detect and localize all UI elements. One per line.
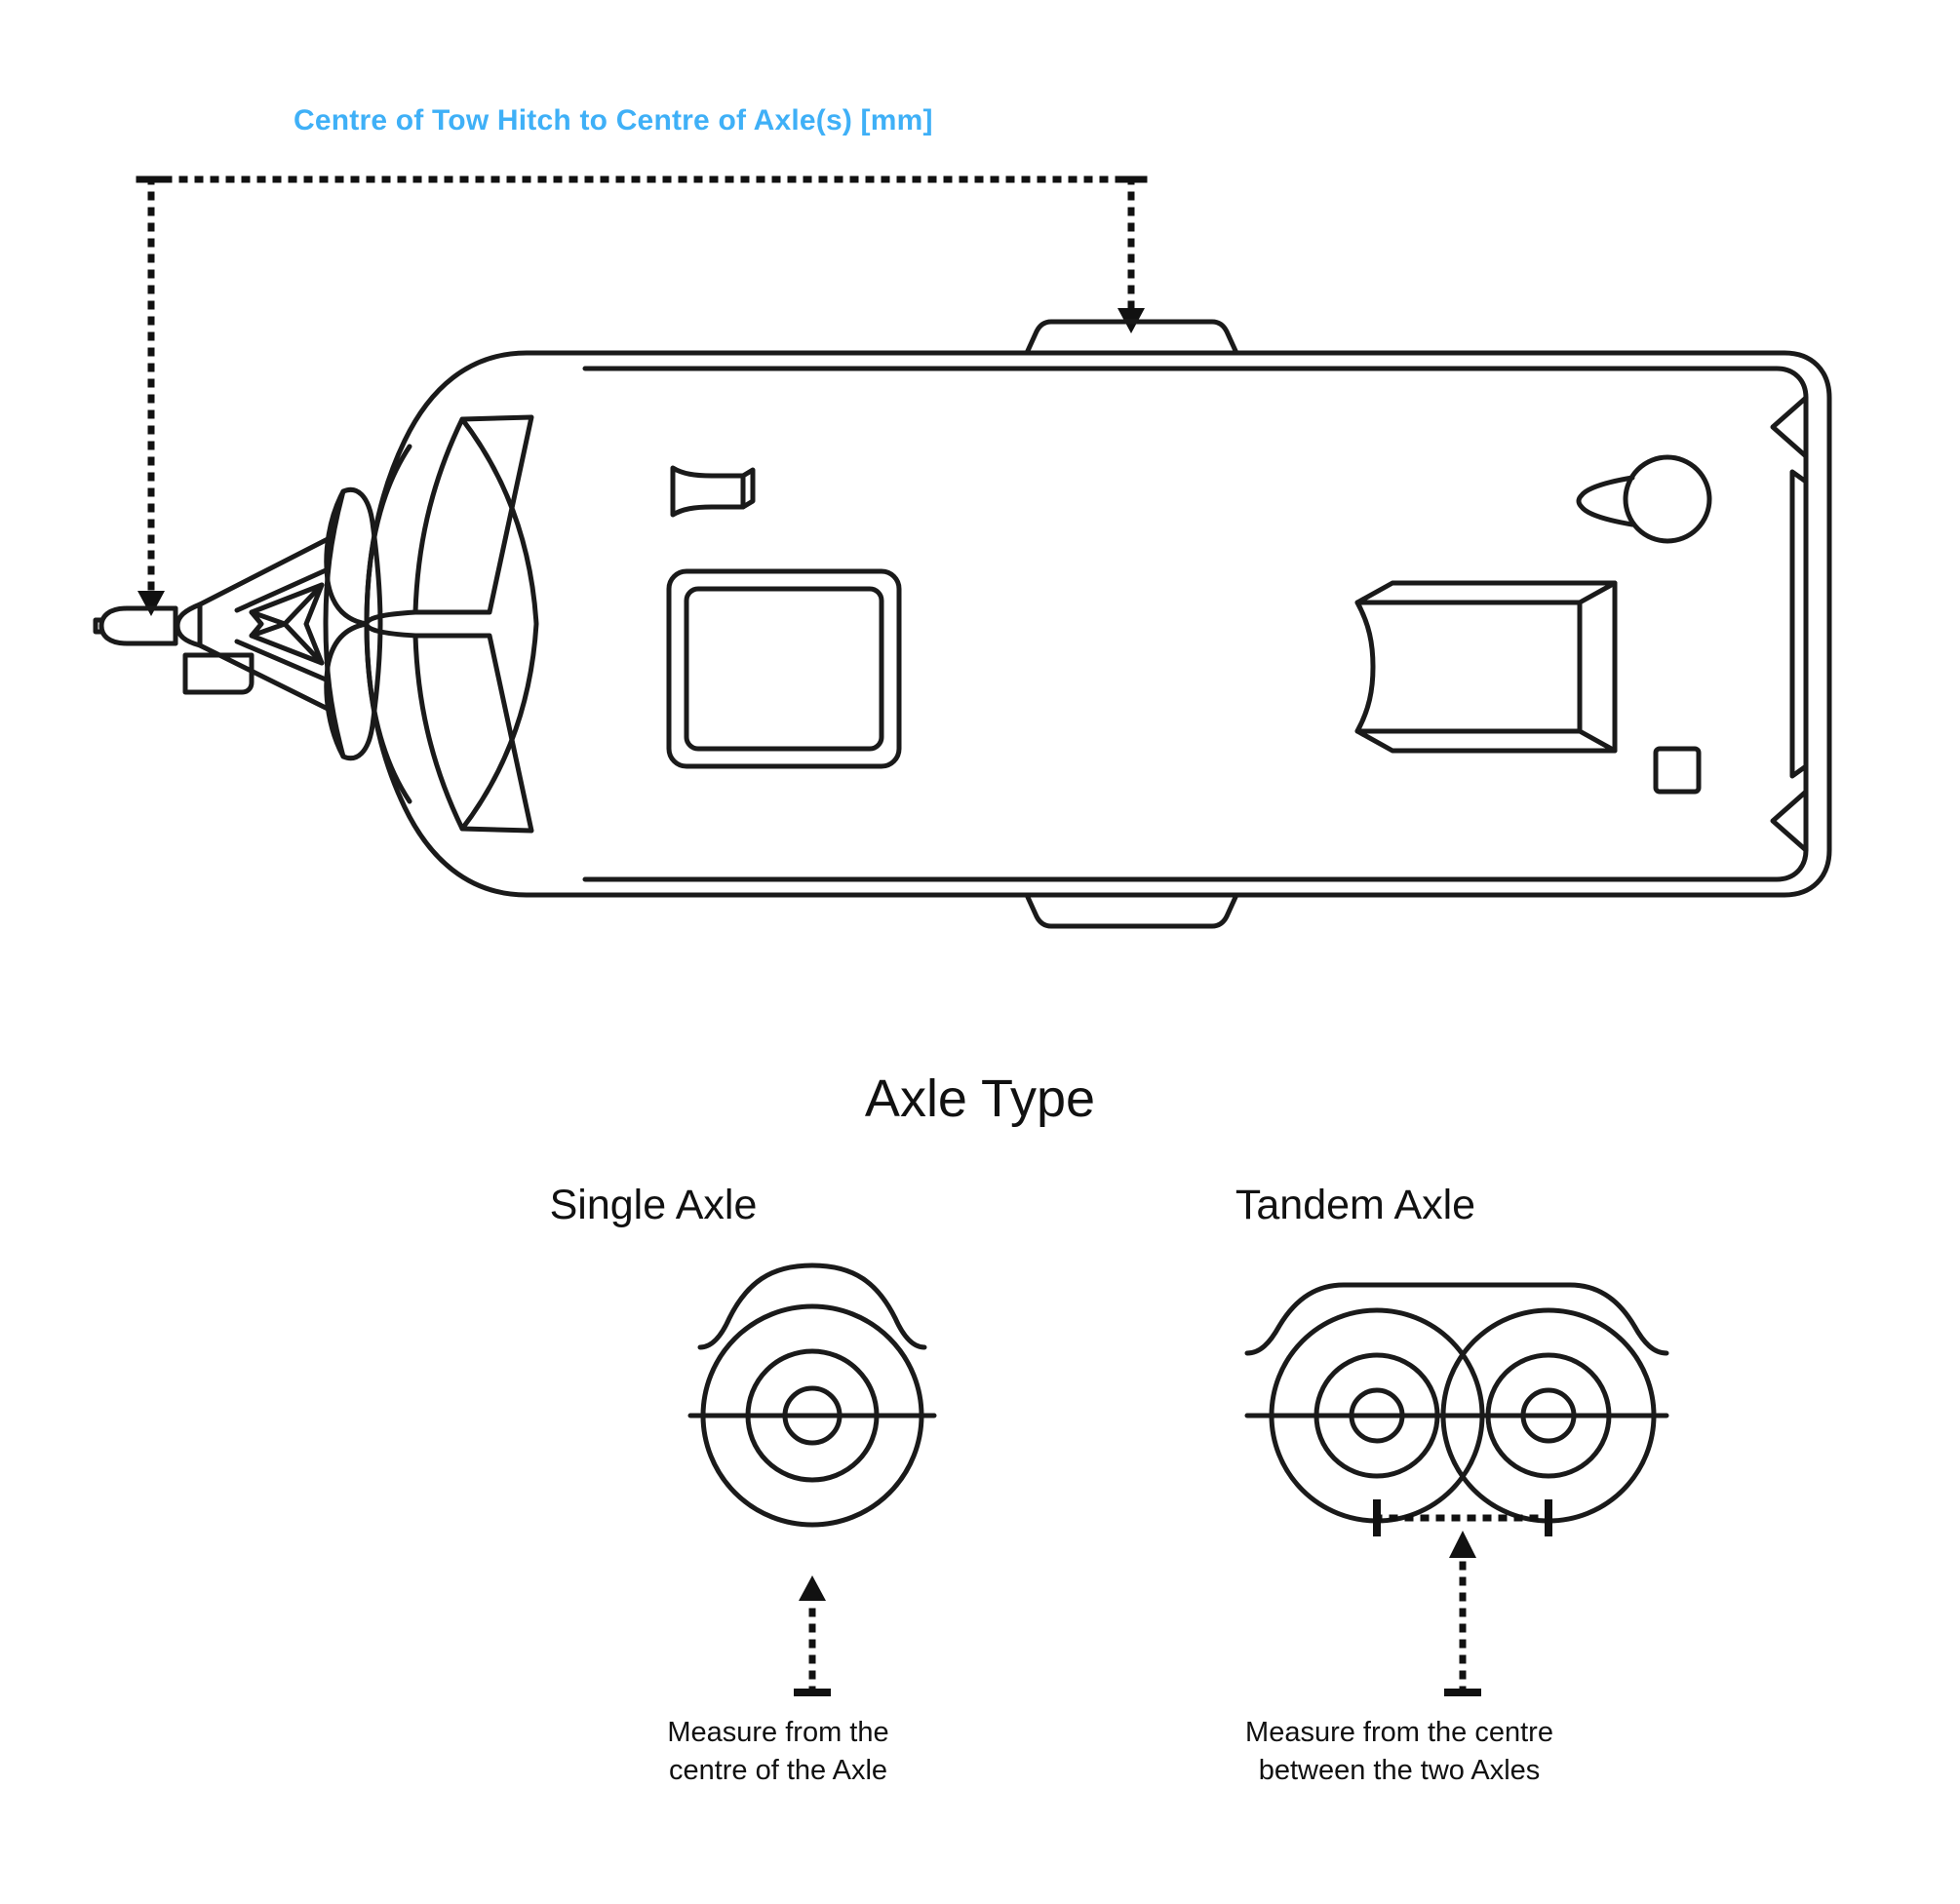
single-axle-rim — [745, 1348, 880, 1483]
nose-center-lens-lower — [324, 621, 370, 759]
tandem-axle-caption-line2: between the two Axles — [1258, 1755, 1541, 1787]
front-bulkhead — [323, 487, 383, 760]
roof-hatch-inner — [684, 586, 884, 752]
single-axle-caption: Measure from the centre of the Axle — [583, 1714, 973, 1790]
axle-bump-bottom — [1024, 892, 1239, 929]
axle-bump-top — [1024, 319, 1239, 356]
x-brace — [249, 582, 325, 666]
dimension-heading-label: Centre of Tow Hitch to Centre of Axle(s)… — [294, 104, 933, 136]
nose-facia-arc — [459, 416, 539, 832]
drawbar-inner-upper — [234, 567, 329, 613]
nose-outer-arc — [364, 444, 412, 627]
tandem-axle-caption: Measure from the centre between the two … — [1180, 1714, 1619, 1790]
drawbar-upper-rail — [197, 535, 333, 607]
single-axle-label: Single Axle — [549, 1182, 758, 1228]
nose-panel-lower — [412, 633, 534, 834]
rear-fitting-square — [1653, 746, 1702, 795]
tandem-axle-rim-rear — [1485, 1352, 1612, 1479]
single-axle-caption-line1: Measure from the — [667, 1717, 889, 1748]
rear-rail — [1789, 469, 1809, 779]
rear-corner-marker-top — [1770, 395, 1809, 459]
jockey-wheel-bracket — [182, 652, 255, 695]
single-axle-hub — [782, 1385, 843, 1446]
axle-type-heading: Axle Type — [864, 1069, 1096, 1128]
roof-hatch-outer — [666, 568, 902, 769]
single-axle-arch — [697, 1263, 927, 1350]
x-brace-left-wing — [249, 609, 288, 639]
roof-vent-small-side — [740, 467, 756, 510]
antenna-dome — [1623, 454, 1712, 544]
caravan-top-view — [93, 319, 1832, 929]
nose-panel-upper — [412, 414, 534, 615]
nose-outer-arc-lower — [364, 621, 412, 804]
dimension-left-arrowhead — [137, 591, 165, 616]
a-frame-drawbar — [93, 535, 333, 713]
x-brace-lower-edge — [249, 633, 325, 666]
tow-hitch-coupling — [98, 605, 178, 646]
x-brace-upper-edge — [249, 582, 325, 615]
tandem-axle-pointer-arrowhead — [1449, 1531, 1476, 1558]
tandem-axle-rim-front — [1313, 1352, 1440, 1479]
rear-vent-body — [1354, 600, 1583, 734]
drawbar-inner-lower — [234, 639, 329, 682]
rear-vent-top — [1354, 580, 1618, 605]
tandem-axle-span-bracket — [1373, 1499, 1552, 1536]
tow-hitch-to-axle-dimension — [136, 175, 1148, 616]
antenna-cone — [1576, 475, 1635, 527]
coupling-neck — [175, 602, 203, 648]
rear-vent-side — [1577, 580, 1618, 754]
tandem-axle-pointer — [1444, 1531, 1481, 1696]
single-axle-tyre — [700, 1303, 924, 1528]
tandem-axle-label: Tandem Axle — [1235, 1182, 1476, 1228]
hitch-tip — [93, 617, 104, 635]
tandem-axle-caption-line1: Measure from the centre — [1245, 1717, 1553, 1748]
nose-center-lens-upper — [324, 488, 370, 627]
tandem-axle-arch — [1244, 1282, 1669, 1356]
tandem-axle-hub-front — [1349, 1387, 1405, 1444]
single-axle-illustration — [687, 1263, 937, 1528]
tandem-axle-illustration — [1244, 1282, 1669, 1524]
caravan-inner-wall — [582, 366, 1809, 882]
nose-center-lens-right — [364, 609, 418, 639]
rear-vent-bottom — [1354, 728, 1618, 754]
single-axle-pointer-arrowhead — [799, 1575, 826, 1601]
caravan-body-outline — [364, 350, 1832, 898]
single-axle-caption-line2: centre of the Axle — [668, 1755, 888, 1787]
roof-vent-small — [670, 465, 746, 518]
tandem-axle-hub-rear — [1520, 1387, 1577, 1444]
single-axle-pointer — [794, 1575, 831, 1696]
rear-corner-marker-bottom — [1770, 789, 1809, 853]
